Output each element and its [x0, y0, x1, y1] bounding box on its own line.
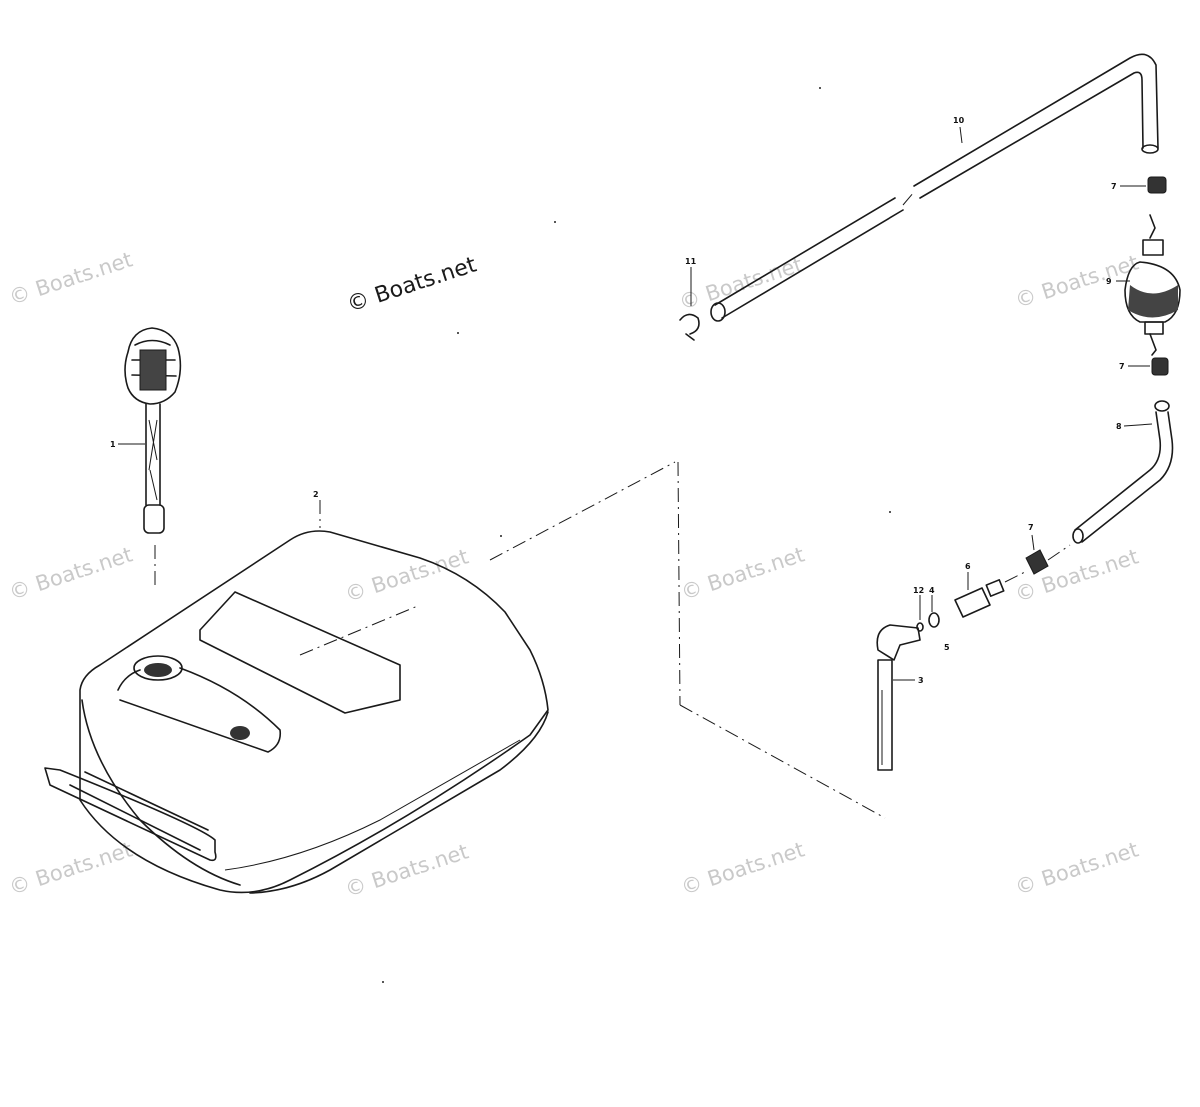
watermark-tile: © Boats.net — [6, 247, 135, 309]
seals-part-4-5-12: 12 4 5 — [913, 586, 950, 652]
fuel-gauge-part-1: 1 — [110, 327, 182, 590]
callout-7-top: 7 — [1111, 182, 1117, 191]
primer-bulb-part-9: 9 — [1106, 214, 1181, 356]
callout-4: 4 — [929, 586, 935, 595]
clamp-part-7-lower: 7 — [1025, 523, 1071, 575]
watermark-tile: © Boats.net — [1012, 544, 1141, 606]
scan-specks — [382, 87, 891, 983]
callout-5: 5 — [944, 643, 950, 652]
clamp-part-7-middle: 7 — [1119, 357, 1169, 376]
watermark-tile: © Boats.net — [678, 837, 807, 899]
callout-8: 8 — [1116, 422, 1122, 431]
watermark-tile: © Boats.net — [6, 542, 135, 604]
watermark-tile: © Boats.net — [6, 837, 135, 899]
fuel-tank-part-2: 2 — [44, 461, 676, 894]
watermark-tile: © Boats.net — [1012, 250, 1141, 312]
callout-10: 10 — [953, 116, 965, 125]
callout-6: 6 — [965, 562, 971, 571]
clamp-part-7-top: 7 — [1111, 176, 1167, 194]
watermark-main: © Boats.net — [344, 252, 480, 317]
hose-clamp-part-11: 11 — [679, 257, 700, 341]
watermark-tile: © Boats.net — [342, 839, 471, 901]
callout-2: 2 — [313, 490, 319, 499]
callout-9: 9 — [1106, 277, 1112, 286]
callout-12: 12 — [913, 586, 924, 595]
pickup-elbow-part-3: 3 — [876, 624, 924, 771]
callout-7-middle: 7 — [1119, 362, 1125, 371]
watermark-tile: © Boats.net — [678, 542, 807, 604]
callout-7-lower: 7 — [1028, 523, 1034, 532]
callout-11: 11 — [685, 257, 697, 266]
fuel-line-part-8: 8 — [1072, 400, 1174, 544]
callout-3: 3 — [918, 676, 924, 685]
callout-1: 1 — [110, 440, 116, 449]
watermark-tile: © Boats.net — [1012, 837, 1141, 899]
fuel-hose-part-10: 10 — [710, 53, 1159, 322]
connector-part-6: 6 — [954, 562, 1026, 618]
